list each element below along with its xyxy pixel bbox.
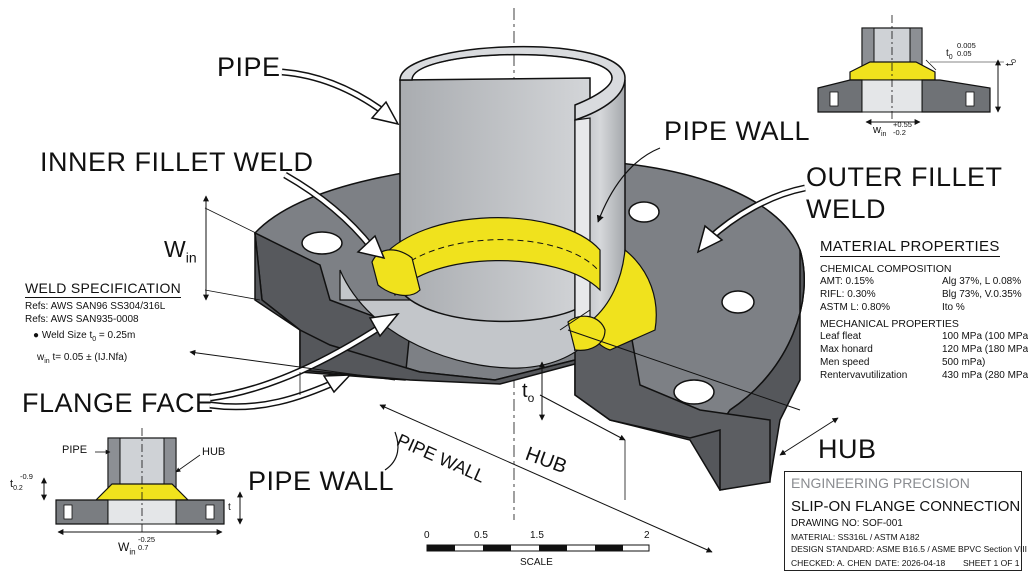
title-block-checked: CHECKED: A. CHEN — [791, 558, 872, 568]
label-pipe-wall-bottom: PIPE WALL — [248, 466, 395, 496]
scale-tick-0: 0 — [424, 530, 430, 541]
title-block: ENGINEERING PRECISION SLIP-ON FLANGE CON… — [784, 471, 1027, 571]
scale-bar — [426, 544, 650, 552]
mech-head: MECHANICAL PROPERTIES — [820, 318, 959, 330]
weld-spec-ref1: Refs: AWS SAN96 SS304/316L — [25, 301, 166, 312]
weld-spec-title: WELD SPECIFICATION — [25, 280, 182, 298]
scale-tick-3: 2 — [644, 530, 650, 541]
inset-bottom-hub: HUB — [202, 446, 226, 458]
material-properties-block: MATERIAL PROPERTIES CHEMICAL COMPOSITION… — [820, 238, 1028, 382]
label-flange-face: FLANGE FACE — [22, 388, 214, 418]
inset-top-w-tol: +0.55-0.2 — [893, 120, 912, 137]
material-title: MATERIAL PROPERTIES — [820, 238, 1000, 257]
pipe-interior — [399, 77, 591, 323]
scale-tick-1: 0.5 — [474, 530, 488, 541]
inset-bottom-t0: t0.2 — [10, 478, 23, 493]
chem-row: RIFL: 0.30%Blg 73%, V.0.35% — [820, 289, 1022, 300]
inset-top-t0: t0 — [946, 48, 953, 61]
title-block-standard: DESIGN STANDARD: ASME B16.5 / ASME BPVC … — [791, 544, 1028, 554]
label-inner-fillet-weld: INNER FILLET WELD — [40, 147, 314, 177]
inset-top-w: win — [873, 124, 887, 139]
label-pipe-wall-top: PIPE WALL — [664, 116, 811, 146]
weld-spec-ref2: Refs: AWS SAN935-0008 — [25, 314, 139, 325]
scale-tick-2: 1.5 — [530, 530, 544, 541]
title-block-drawing-no: DRAWING NO: SOF-001 — [791, 518, 903, 529]
inset-bottom-left — [41, 428, 243, 535]
chem-row: ASTM L: 0.80%Ito % — [820, 302, 965, 313]
weld-band — [377, 217, 601, 297]
title-block-company: ENGINEERING PRECISION — [791, 475, 970, 491]
inset-top-t-side: t0 — [1004, 59, 1019, 66]
title-block-title: SLIP-ON FLANGE CONNECTION — [791, 498, 1021, 515]
label-t-o: to — [522, 380, 535, 405]
weld-spec-formula: win t= 0.05 ± (IJ.Nfa) — [37, 352, 128, 365]
inner-fillet-weld — [371, 249, 421, 297]
bolt-hole — [721, 290, 755, 314]
inset-bottom-w: Win — [118, 540, 136, 557]
label-w-in: Win — [164, 236, 197, 266]
label-hub-right: HUB — [818, 434, 877, 464]
inset-bottom-pipe: PIPE — [62, 444, 88, 456]
bolt-hole — [673, 379, 715, 405]
chem-head: CHEMICAL COMPOSITION — [820, 263, 952, 275]
label-outer-fillet-2: WELD — [806, 194, 887, 224]
title-block-material: MATERIAL: SS316L / ASTM A182 — [791, 532, 920, 542]
label-outer-fillet-1: OUTER FILLET — [806, 162, 1003, 192]
inset-bottom-t: t — [228, 502, 231, 513]
bolt-hole — [301, 231, 343, 255]
bolt-hole — [628, 201, 660, 223]
title-block-date: DATE: 2026-04-18 — [875, 558, 946, 568]
weld-spec-bullet: ● Weld Size t0 = 0.25m — [33, 330, 136, 343]
title-block-sheet: SHEET 1 OF 1 — [963, 558, 1020, 568]
scale-label: SCALE — [520, 557, 553, 568]
label-pipe: PIPE — [217, 52, 281, 82]
inset-top-right — [817, 15, 1004, 125]
chem-row: AMT: 0.15%Alg 37%, L 0.08% — [820, 276, 1022, 287]
weld-spec-block: WELD SPECIFICATION Refs: AWS SAN96 SS304… — [25, 280, 182, 368]
inset-bottom-t0-tol: -0.9 — [20, 472, 33, 481]
